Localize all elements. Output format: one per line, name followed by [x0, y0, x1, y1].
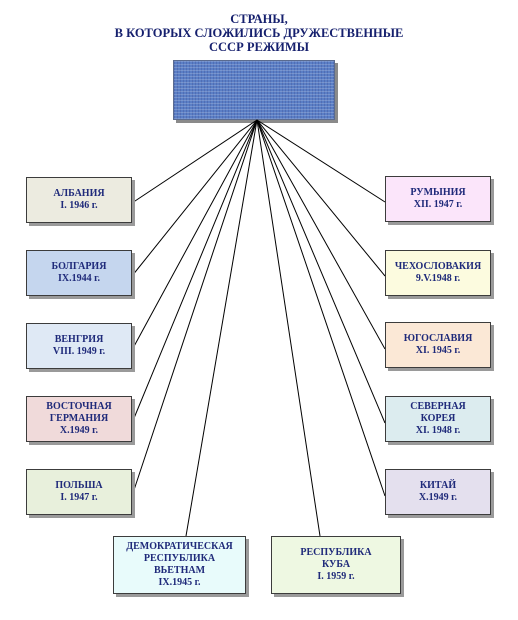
connector-line-poland — [131, 119, 258, 497]
country-name-line: АЛБАНИЯ — [53, 188, 105, 199]
connector-line-vietnam — [185, 119, 258, 537]
country-name-line: ГЕРМАНИЯ — [49, 413, 109, 424]
country-date: VIII. 1949 г. — [52, 346, 106, 357]
country-date: I. 1947 г. — [60, 492, 98, 503]
connector-line-north-korea — [256, 119, 386, 424]
diagram-title: СТРАНЫ, В КОТОРЫХ СЛОЖИЛИСЬ ДРУЖЕСТВЕННЫ… — [0, 12, 518, 54]
connector-line-hungary — [131, 119, 258, 351]
country-date: XI. 1948 г. — [415, 425, 461, 436]
title-line-3: СССР РЕЖИМЫ — [209, 40, 309, 54]
country-name-line: ДЕМОКРАТИЧЕСКАЯ — [126, 541, 233, 552]
country-name-line: КОРЕЯ — [420, 413, 456, 424]
country-name-line: ЮГОСЛАВИЯ — [403, 333, 473, 344]
country-date: I. 1946 г. — [60, 200, 98, 211]
connector-line-romania — [256, 119, 386, 203]
country-name-line: РУМЫНИЯ — [410, 187, 466, 198]
country-name-line: КУБА — [321, 559, 351, 570]
country-name-line: ПОЛЬША — [55, 480, 103, 491]
country-date: I. 1959 г. — [317, 571, 355, 582]
connector-line-czechoslovakia — [256, 119, 386, 277]
connector-line-bulgaria — [131, 119, 258, 277]
country-name-line: ВОСТОЧНАЯ — [46, 401, 112, 412]
country-name-line: БОЛГАРИЯ — [51, 261, 107, 272]
title-line-2: В КОТОРЫХ СЛОЖИЛИСЬ ДРУЖЕСТВЕННЫЕ — [114, 26, 404, 40]
country-name-line: КИТАЙ — [419, 480, 457, 491]
country-date: IX.1944 г. — [57, 273, 101, 284]
country-name-line: ВЬЕТНАМ — [153, 565, 206, 576]
country-name-line: РЕСПУБЛИКА — [300, 547, 372, 558]
country-date: 9.V.1948 г. — [415, 273, 461, 284]
country-date: X.1949 г. — [418, 492, 458, 503]
connector-line-east-germany — [131, 119, 258, 424]
connector-line-albania — [131, 119, 258, 204]
connector-line-yugoslavia — [256, 119, 386, 350]
ussr-hub-box — [173, 60, 335, 120]
country-name-line: РЕСПУБЛИКА — [143, 553, 216, 564]
title-line-1: СТРАНЫ, — [230, 12, 288, 26]
country-date: IX.1945 г. — [158, 577, 201, 588]
country-date: XI. 1945 г. — [415, 345, 461, 356]
country-name-line: ЧЕХОСЛОВАКИЯ — [394, 261, 482, 272]
country-date: XII. 1947 г. — [413, 199, 463, 210]
connector-line-cuba — [256, 119, 321, 537]
country-date: X.1949 г. — [59, 425, 99, 436]
connector-line-china — [256, 119, 386, 497]
country-name-line: ВЕНГРИЯ — [54, 334, 104, 345]
country-name-line: СЕВЕРНАЯ — [410, 401, 466, 412]
